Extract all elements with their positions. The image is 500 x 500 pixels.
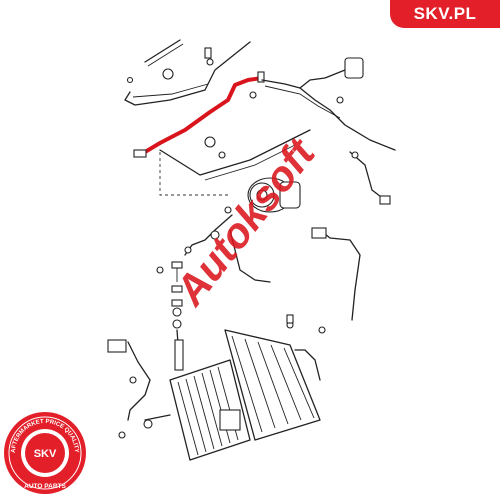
fastener-stack	[171, 261, 184, 371]
clamp	[162, 68, 174, 80]
ac-pipe-bottom-left	[127, 341, 151, 421]
receiver-drier	[344, 57, 364, 79]
highlighted-ac-hose	[143, 76, 264, 154]
ac-compressor	[247, 177, 301, 213]
hose-fitting	[133, 149, 147, 158]
seal-center-text: SKV	[34, 448, 57, 460]
radiator	[224, 329, 321, 441]
brand-label: SKV.PL	[413, 4, 477, 23]
seal-bottom-text: AUTO PARTS	[24, 483, 66, 490]
ac-pipe-upper	[124, 41, 251, 106]
ac-pipe-right	[261, 79, 396, 151]
brand-badge: SKV.PL	[390, 0, 500, 28]
watermark-text: Autoksoft	[165, 129, 325, 315]
ac-condenser	[169, 359, 251, 461]
ac-pipe-middle	[159, 129, 311, 176]
skv-seal-logo: AFTERMARKET PRICE QUALITY SKV AUTO PARTS	[4, 412, 86, 494]
pipe-segment	[144, 39, 181, 63]
